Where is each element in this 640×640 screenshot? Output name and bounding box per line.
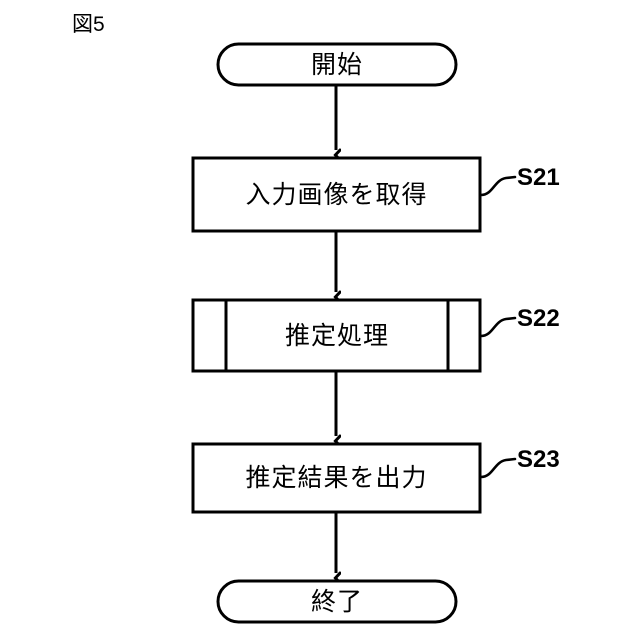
step-label-s22: S22 bbox=[517, 305, 560, 332]
node-s23-label: 推定結果を出力 bbox=[245, 464, 428, 492]
figure-title: 図5 bbox=[72, 13, 105, 36]
leader-line-s21 bbox=[479, 175, 517, 197]
step-label-s23: S23 bbox=[517, 446, 560, 473]
leader-line-s23 bbox=[479, 457, 517, 479]
node-s22-shape bbox=[191, 298, 482, 373]
node-end-shape bbox=[216, 579, 458, 624]
node-start-label: 開始 bbox=[310, 50, 363, 79]
node-s21-label: 入力画像を取得 bbox=[245, 180, 428, 209]
step-label-s21: S21 bbox=[517, 164, 560, 191]
leader-line-s22 bbox=[479, 316, 517, 338]
node-s22-label: 推定処理 bbox=[284, 321, 389, 350]
node-end-label: 終了 bbox=[310, 587, 363, 616]
